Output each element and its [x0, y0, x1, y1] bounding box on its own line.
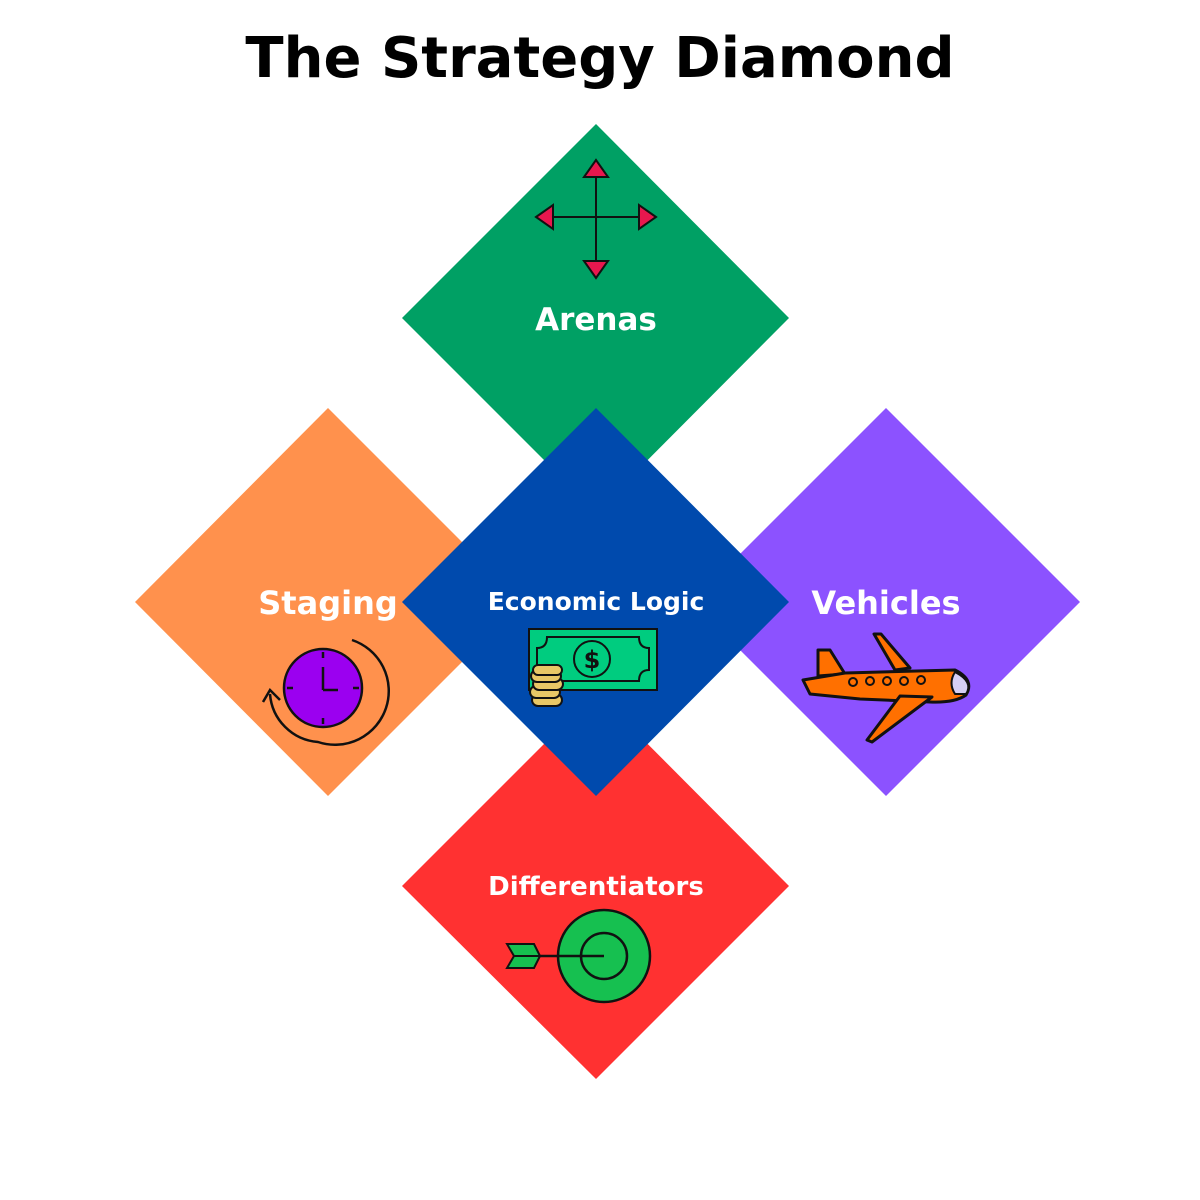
airplane-icon — [801, 632, 971, 744]
vehicles-shape — [692, 408, 1080, 796]
staging-diamond: Staging — [135, 408, 522, 796]
four-way-arrows-icon — [534, 158, 658, 280]
economic-logic-diamond: Economic Logic $ — [402, 408, 789, 796]
differentiators-diamond: Differentiators — [402, 692, 789, 1079]
staging-label: Staging — [258, 584, 398, 622]
staging-shape — [135, 408, 522, 796]
arenas-shape — [402, 124, 789, 512]
vehicles-diamond: Vehicles — [692, 408, 1080, 796]
differentiators-shape — [402, 692, 789, 1079]
money-icon: $ — [528, 628, 658, 707]
arenas-diamond: Arenas — [402, 124, 789, 512]
economic-logic-shape — [402, 408, 789, 796]
arenas-label: Arenas — [535, 302, 657, 338]
differentiators-label: Differentiators — [488, 872, 704, 902]
target-dart-icon — [505, 908, 652, 1004]
economic-logic-label: Economic Logic — [488, 587, 705, 616]
diagram-title: The Strategy Diamond — [245, 26, 955, 91]
clock-icon — [261, 638, 391, 747]
svg-text:$: $ — [584, 646, 601, 674]
vehicles-label: Vehicles — [811, 584, 960, 622]
